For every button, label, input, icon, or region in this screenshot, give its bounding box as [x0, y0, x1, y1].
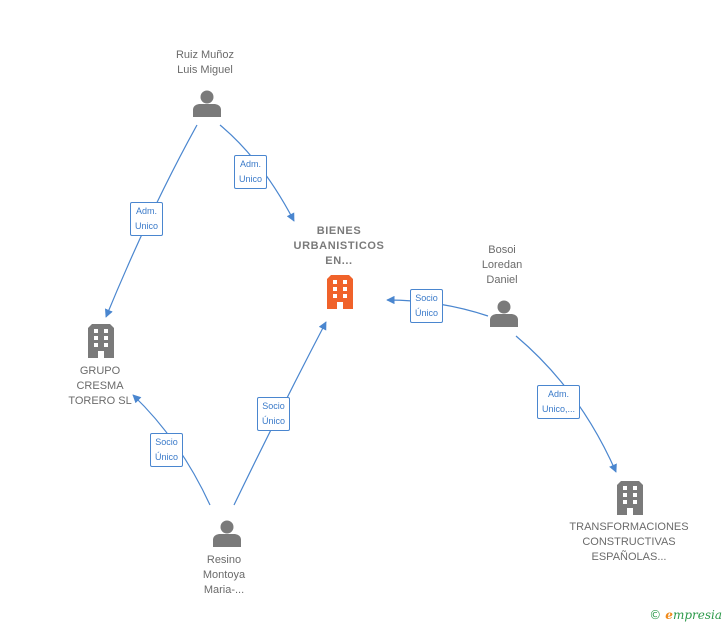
node-label-line: Resino — [206, 554, 242, 566]
node-label-line: Loredan — [481, 259, 523, 271]
node-label-line: BIENES — [316, 225, 362, 237]
person-icon[interactable] — [213, 520, 241, 548]
brand-logo: ©empresia — [649, 608, 722, 622]
edge-label-bosoi-bienes[interactable]: Socio Único — [410, 289, 444, 323]
node-label-grupo[interactable]: GRUPO CRESMA TORERO SL — [50, 364, 150, 409]
person-icon[interactable] — [193, 90, 221, 118]
building-icon[interactable] — [617, 481, 643, 515]
node-label-line: TRANSFORMACIONES — [569, 521, 689, 533]
edge-label-line: Adm. — [548, 389, 570, 399]
node-label-bosoi[interactable]: Bosoi Loredan Daniel — [462, 243, 542, 288]
node-label-line: Maria-... — [203, 584, 245, 596]
edge-label-line: Adm. — [136, 206, 158, 216]
node-label-bienes[interactable]: BIENES URBANISTICOS EN... — [279, 224, 399, 269]
edge-label-bosoi-transf[interactable]: Adm. Unico,... — [537, 385, 581, 419]
node-label-line: Bosoi — [488, 244, 516, 256]
person-icon[interactable] — [490, 300, 518, 328]
edge-label-ruiz-bienes[interactable]: Adm. Unico — [234, 155, 268, 189]
edge-label-line: Único — [415, 308, 439, 318]
edge-label-resino-grupo[interactable]: Socio Único — [150, 433, 184, 467]
edge-label-line: Unico,... — [542, 404, 576, 414]
node-label-line: CRESMA — [76, 380, 124, 392]
node-label-line: ESPAÑOLAS... — [591, 551, 667, 563]
node-label-line: Ruiz Muñoz — [175, 49, 235, 61]
copyright-symbol: © — [649, 608, 662, 622]
edge-label-line: Unico — [239, 174, 263, 184]
building-icon[interactable] — [327, 275, 353, 309]
node-label-line: GRUPO — [79, 365, 121, 377]
node-label-line: CONSTRUCTIVAS — [582, 536, 676, 548]
node-label-resino[interactable]: Resino Montoya Maria-... — [184, 553, 264, 598]
edge-label-resino-bienes[interactable]: Socio Único — [257, 397, 291, 431]
edge-label-line: Único — [262, 416, 286, 426]
edge-label-line: Unico — [135, 221, 159, 231]
node-label-line: URBANISTICOS — [293, 240, 385, 252]
brand-initial: e — [665, 608, 673, 622]
edge-label-ruiz-grupo[interactable]: Adm. Unico — [130, 202, 164, 236]
node-label-line: EN... — [325, 255, 353, 267]
node-label-line: Luis Miguel — [177, 64, 233, 76]
brand-name: mpresia — [672, 608, 722, 622]
node-label-transf[interactable]: TRANSFORMACIONES CONSTRUCTIVAS ESPAÑOLAS… — [554, 520, 704, 565]
building-icon[interactable] — [88, 324, 114, 358]
node-label-line: Daniel — [486, 274, 518, 286]
edge-label-line: Único — [155, 452, 179, 462]
node-label-ruiz[interactable]: Ruiz Muñoz Luis Miguel — [155, 48, 255, 78]
node-label-line: TORERO SL — [68, 395, 132, 407]
node-label-line: Montoya — [202, 569, 246, 581]
edge-label-line: Adm. — [240, 159, 262, 169]
edge-label-line: Socio — [415, 293, 438, 303]
edge-label-line: Socio — [155, 437, 178, 447]
edge-label-line: Socio — [262, 401, 285, 411]
